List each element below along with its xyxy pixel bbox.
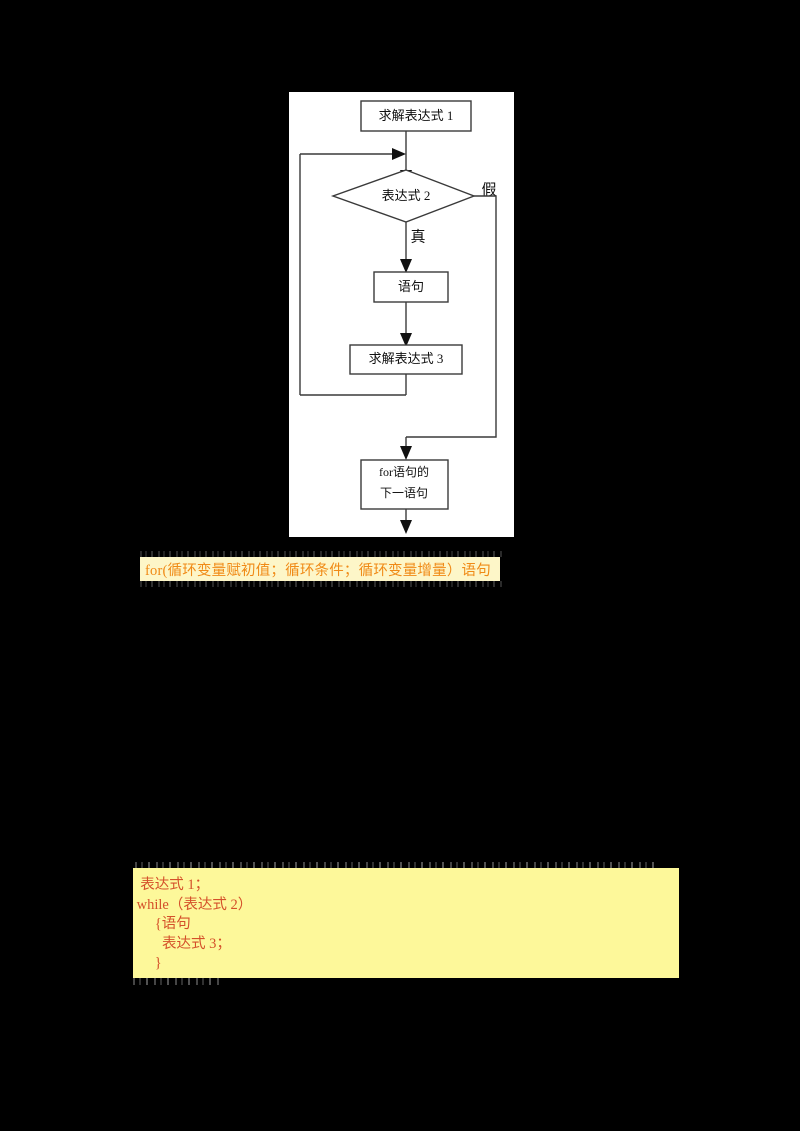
flowchart-diagram: 求解表达式 1 表达式 2 假 真 语句	[299, 100, 497, 534]
flow-node-stmt: 语句	[373, 271, 449, 303]
flow-node-expr2-label: 表达式 2	[382, 188, 431, 203]
flow-node-stmt-shape	[373, 271, 449, 303]
flow-node-stmt-label: 语句	[398, 279, 424, 294]
flow-node-next-label-line1: for语句的	[379, 464, 429, 479]
scan-noise-band-bottom	[140, 581, 503, 587]
for-syntax-text: for(循环变量赋初值；循环条件；循环变量增量）语句	[145, 562, 491, 579]
connector-false-branch	[406, 195, 497, 438]
equivalent-while-code-block: 表达式 1； while（表达式 2） {语句 表达式 3； }	[133, 868, 679, 978]
code-scan-noise-top	[135, 862, 655, 869]
flow-node-expr3-label: 求解表达式 3	[369, 351, 444, 366]
flow-node-expr2: 表达式 2	[330, 169, 476, 223]
scan-noise-band-top	[140, 551, 503, 557]
arrowhead-into-stmt	[400, 259, 412, 273]
flow-node-next-label-line2: 下一语句	[380, 486, 428, 500]
code-line: {语句	[133, 916, 191, 932]
code-line: while（表达式 2）	[133, 896, 253, 913]
code-line: 表达式 3；	[133, 935, 231, 952]
for-syntax-highlight: for(循环变量赋初值；循环条件；循环变量增量）语句	[140, 557, 500, 581]
flow-node-expr1: 求解表达式 1	[360, 100, 472, 132]
arrowhead-exit	[400, 520, 412, 534]
flow-node-expr3-shape	[349, 344, 463, 375]
arrowhead-into-next	[400, 446, 412, 460]
arrowhead-loopback	[392, 148, 406, 160]
arrowhead-into-expr3	[400, 333, 412, 347]
code-line: 表达式 1；	[133, 877, 210, 893]
flow-node-expr1-label: 求解表达式 1	[379, 108, 454, 123]
code-line: }	[133, 955, 162, 971]
flow-node-expr3: 求解表达式 3	[349, 344, 463, 375]
edge-label-false: 假	[481, 181, 496, 198]
flow-node-next-shape	[360, 459, 449, 510]
flow-node-next: for语句的 下一语句	[360, 459, 449, 510]
flow-node-expr1-shape	[360, 100, 472, 132]
flowchart-panel: 求解表达式 1 表达式 2 假 真 语句	[289, 92, 514, 537]
edge-label-true: 真	[410, 227, 425, 245]
code-scan-noise-bottom	[133, 978, 223, 985]
